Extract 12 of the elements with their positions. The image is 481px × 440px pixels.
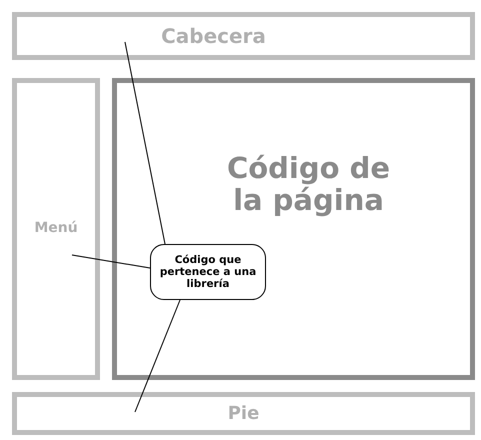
content-region xyxy=(112,78,475,380)
leader-line xyxy=(134,300,180,412)
callout-text: Código que pertenece a una librería xyxy=(158,254,258,290)
menu-region xyxy=(12,78,100,380)
leader-line xyxy=(124,42,166,244)
callout-bubble xyxy=(150,244,266,300)
region-label: Cabecera xyxy=(161,25,266,47)
region-label: Pie xyxy=(228,404,260,424)
footer-region xyxy=(12,392,475,435)
region-label: Menú xyxy=(34,221,78,237)
region-label: Código de la página xyxy=(226,153,392,217)
header-region xyxy=(12,12,475,60)
